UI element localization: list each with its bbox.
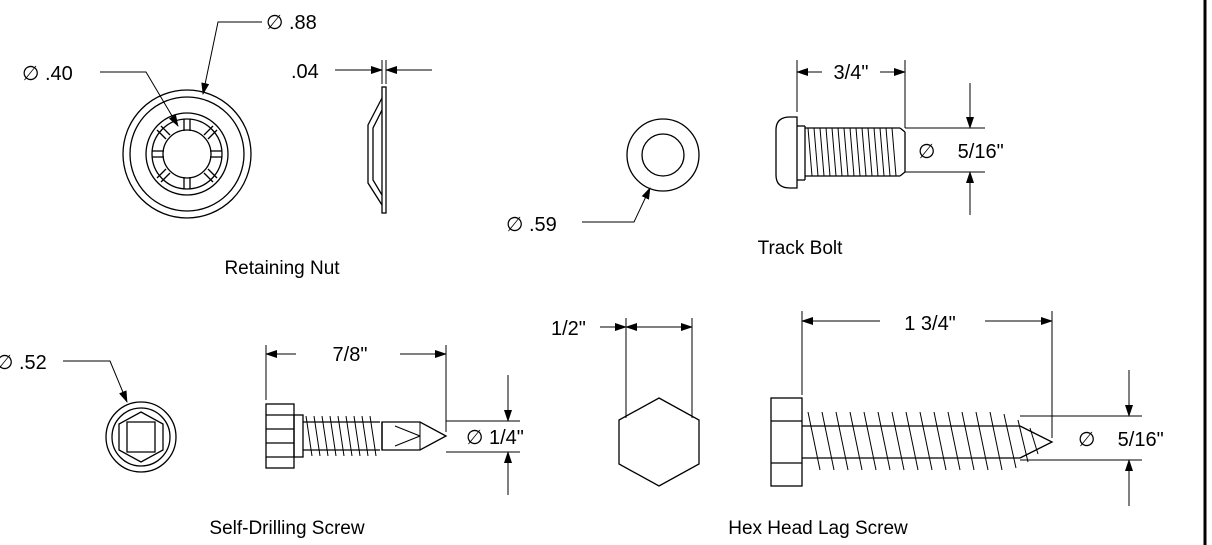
bolt-length-label: 3/4" <box>834 62 869 84</box>
screw-length-label: 7/8" <box>333 344 368 366</box>
nut-outer-dia-leader <box>201 21 262 95</box>
self-drilling-screw-caption: Self-Drilling Screw <box>209 518 364 539</box>
bolt-head-dia-leader <box>582 187 651 223</box>
track-bolt-head-view <box>626 118 700 192</box>
self-drilling-screw-side-view <box>265 403 448 469</box>
screw-head-dia-leader <box>63 360 128 403</box>
retaining-nut-side-view <box>367 86 387 214</box>
retaining-nut-caption: Retaining Nut <box>224 258 340 279</box>
screw-shank-dia-label: ∅ 1/4" <box>466 427 524 449</box>
nut-outer-dia-label: ∅ .88 <box>266 12 317 34</box>
lag-screw-side-view <box>770 397 1054 487</box>
bolt-shank-dia-label: ∅ 5/16" <box>918 141 1004 163</box>
track-bolt-caption: Track Bolt <box>758 238 844 259</box>
lag-shank-dia-label: ∅ 5/16" <box>1078 429 1164 451</box>
lag-screw-head-view <box>618 397 700 487</box>
bolt-head-dia-label: ∅ .59 <box>506 214 557 236</box>
track-bolt-side-view <box>775 116 906 189</box>
self-drilling-screw-head-view <box>105 401 177 473</box>
lag-length-label: 1 3/4" <box>904 313 956 335</box>
nut-inner-dia-leader <box>100 71 179 127</box>
nut-inner-dia-label: ∅ .40 <box>22 63 73 85</box>
lag-head-width-label: 1/2" <box>551 318 586 340</box>
retaining-nut-front-view <box>122 89 252 219</box>
nut-thickness-label: .04 <box>291 61 319 83</box>
screw-head-dia-label: ∅ .52 <box>0 352 47 374</box>
hex-lag-screw-caption: Hex Head Lag Screw <box>728 518 908 539</box>
